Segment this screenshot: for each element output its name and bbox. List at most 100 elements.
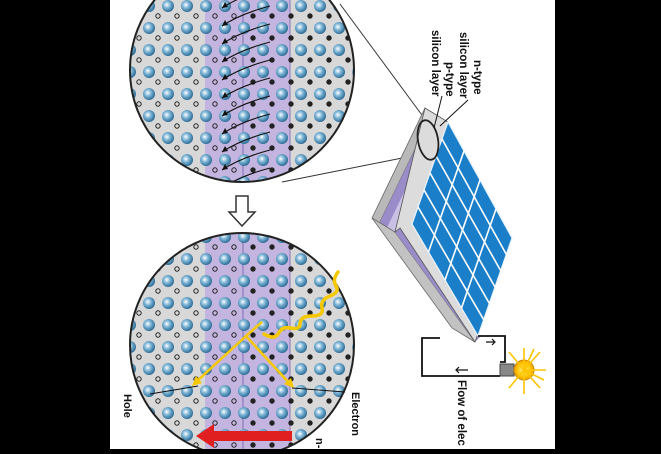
electron-dot (307, 57, 313, 63)
hole-dot (212, 123, 218, 129)
atom (181, 110, 193, 122)
solar-cell-panel (371, 107, 513, 343)
electron-dot (288, 101, 294, 107)
atom (238, 341, 250, 353)
atom (295, 275, 307, 287)
electron-dot (288, 123, 294, 129)
circuit-wire (421, 335, 506, 377)
hole-dot (174, 376, 180, 382)
electron-dot (288, 398, 294, 404)
atom (181, 0, 193, 12)
atom (219, 253, 231, 265)
atom (276, 275, 288, 287)
electron-dot (326, 101, 332, 107)
atom (162, 319, 174, 331)
electron-dot (326, 354, 332, 360)
carrier-arrowhead (222, 146, 228, 152)
carrier-arrowheads (192, 376, 294, 388)
hole-dot (174, 101, 180, 107)
electron-dot (326, 310, 332, 316)
electron-dot (250, 354, 256, 360)
atom (181, 66, 193, 78)
atom (257, 297, 269, 309)
electron-dot (288, 57, 294, 63)
electron-dot (269, 376, 275, 382)
atom (333, 22, 345, 34)
magnified-junction-bottom (129, 232, 355, 454)
cell-gridline (423, 189, 491, 304)
atom (162, 88, 174, 100)
atom (219, 319, 231, 331)
electron-dot (307, 35, 313, 41)
hole-dot (174, 288, 180, 294)
atom (143, 88, 155, 100)
atom (333, 319, 345, 331)
hole-dot (193, 57, 199, 63)
atom (219, 66, 231, 78)
electron-dot (269, 101, 275, 107)
ptype-label: p-type (443, 62, 455, 97)
electron-dot (250, 145, 256, 151)
electron-dot (288, 13, 294, 19)
electron-dot (307, 376, 313, 382)
electron-dot (288, 145, 294, 151)
atom (238, 275, 250, 287)
electron-dot (269, 442, 275, 448)
atom (257, 0, 269, 12)
hole-dot (193, 420, 199, 426)
flow-label: Flow of elec (455, 380, 467, 446)
down-arrow-icon (227, 195, 257, 228)
atom (257, 66, 269, 78)
electron-dot (250, 310, 256, 316)
atom (181, 132, 193, 144)
hole-dot (231, 354, 237, 360)
atom (295, 407, 307, 419)
atom (295, 22, 307, 34)
hole-dot (174, 123, 180, 129)
hole-dot (193, 332, 199, 338)
hole-dot (155, 79, 161, 85)
atom (314, 66, 326, 78)
electron-dot (250, 13, 256, 19)
hole-dot (212, 310, 218, 316)
hole-dot (193, 244, 199, 250)
atom (219, 363, 231, 375)
atom (238, 407, 250, 419)
n-layer-partial-label: n- (313, 438, 325, 449)
hole-dot (155, 101, 161, 107)
electron-dot (307, 332, 313, 338)
hole-dot (212, 266, 218, 272)
electron-dot (269, 57, 275, 63)
electron-dot (288, 420, 294, 426)
electron-dot (269, 420, 275, 426)
atom (181, 154, 193, 166)
atom (143, 363, 155, 375)
atom (276, 341, 288, 353)
electron-dot (326, 398, 332, 404)
atom (333, 297, 345, 309)
atom (295, 132, 307, 144)
hole-dot (193, 398, 199, 404)
atom (257, 253, 269, 265)
electron-dot (326, 57, 332, 63)
atom (200, 132, 212, 144)
hole-dot (155, 57, 161, 63)
electron-dot (288, 288, 294, 294)
carrier-arrowhead (222, 128, 228, 134)
hole-dot (155, 398, 161, 404)
hole-dot (231, 398, 237, 404)
electron-dot (269, 244, 275, 250)
electron-dot (250, 35, 256, 41)
hole-dot (212, 398, 218, 404)
electron-dot (288, 310, 294, 316)
atom (162, 66, 174, 78)
atom (314, 319, 326, 331)
atom (219, 154, 231, 166)
atom (143, 341, 155, 353)
atom (162, 0, 174, 12)
hole-dot (174, 35, 180, 41)
hole-dot (193, 13, 199, 19)
atom (219, 132, 231, 144)
atom (257, 319, 269, 331)
